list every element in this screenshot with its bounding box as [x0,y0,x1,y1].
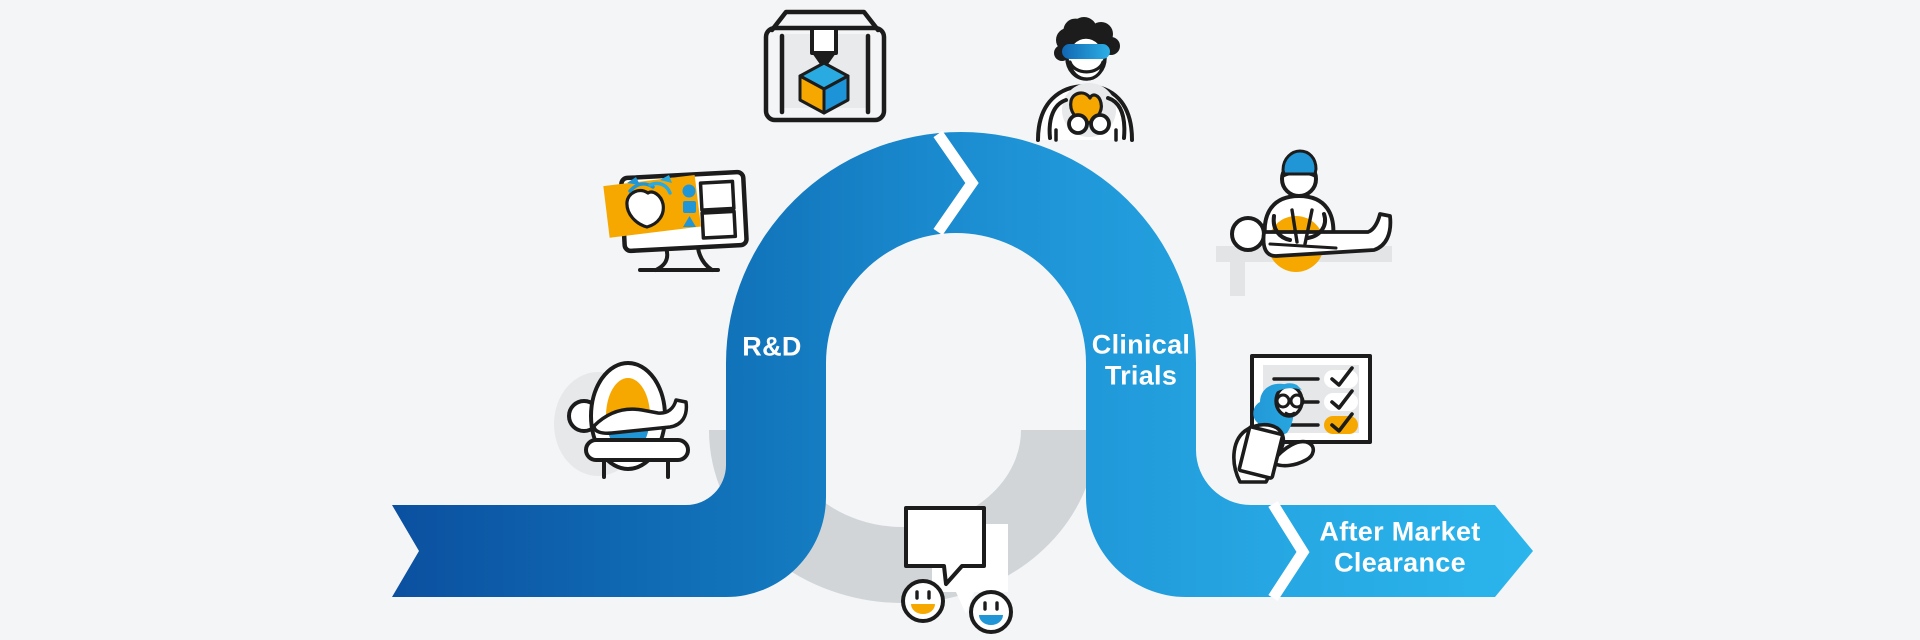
stage-label-clinical-trials: Clinical Trials [1092,330,1190,393]
chevron-right-icon [1268,501,1310,602]
stage-label-after-market-line2: Clearance [1334,548,1466,578]
checklist-review-icon [1232,354,1372,484]
patient-heart-icon [1036,17,1134,142]
mri-scanner-icon [554,361,690,479]
stage-label-after-market-line1: After Market [1319,516,1481,547]
chevron-right-icon [933,130,979,236]
lifecycle-ribbon-path [392,132,1533,597]
stage-label-clinical-trials-line1: Clinical [1091,329,1191,360]
cad-monitor-icon [603,169,749,272]
stage-label-clinical-trials-line2: Trials [1104,361,1178,391]
3d-printer-icon [763,9,887,123]
stage-label-rd: R&D [742,331,802,362]
surgery-icon [1216,149,1393,296]
feedback-bubbles-icon [901,506,1013,634]
stage-label-after-market: After Market Clearance [1319,517,1480,580]
